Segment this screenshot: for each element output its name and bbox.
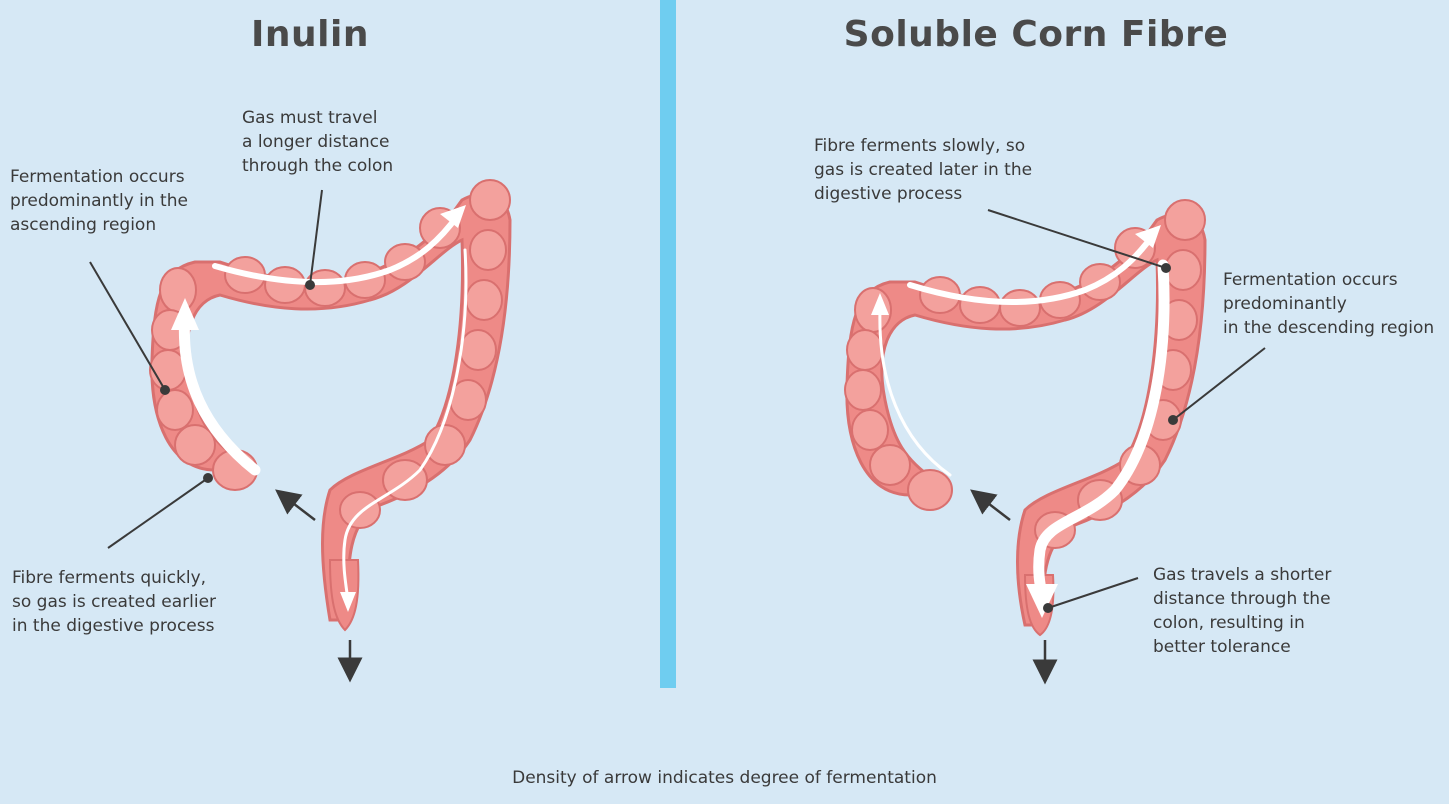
scf-fermentation-label: Fermentation occurs predominantly in the… [1223,268,1434,340]
scf-fibre-label: Fibre ferments slowly, so gas is created… [814,134,1032,206]
scf-gas-travel-label: Gas travels a shorter distance through t… [1153,563,1331,659]
footer-note: Density of arrow indicates degree of fer… [0,768,1449,788]
scf-cecum-pointer [980,497,1010,520]
